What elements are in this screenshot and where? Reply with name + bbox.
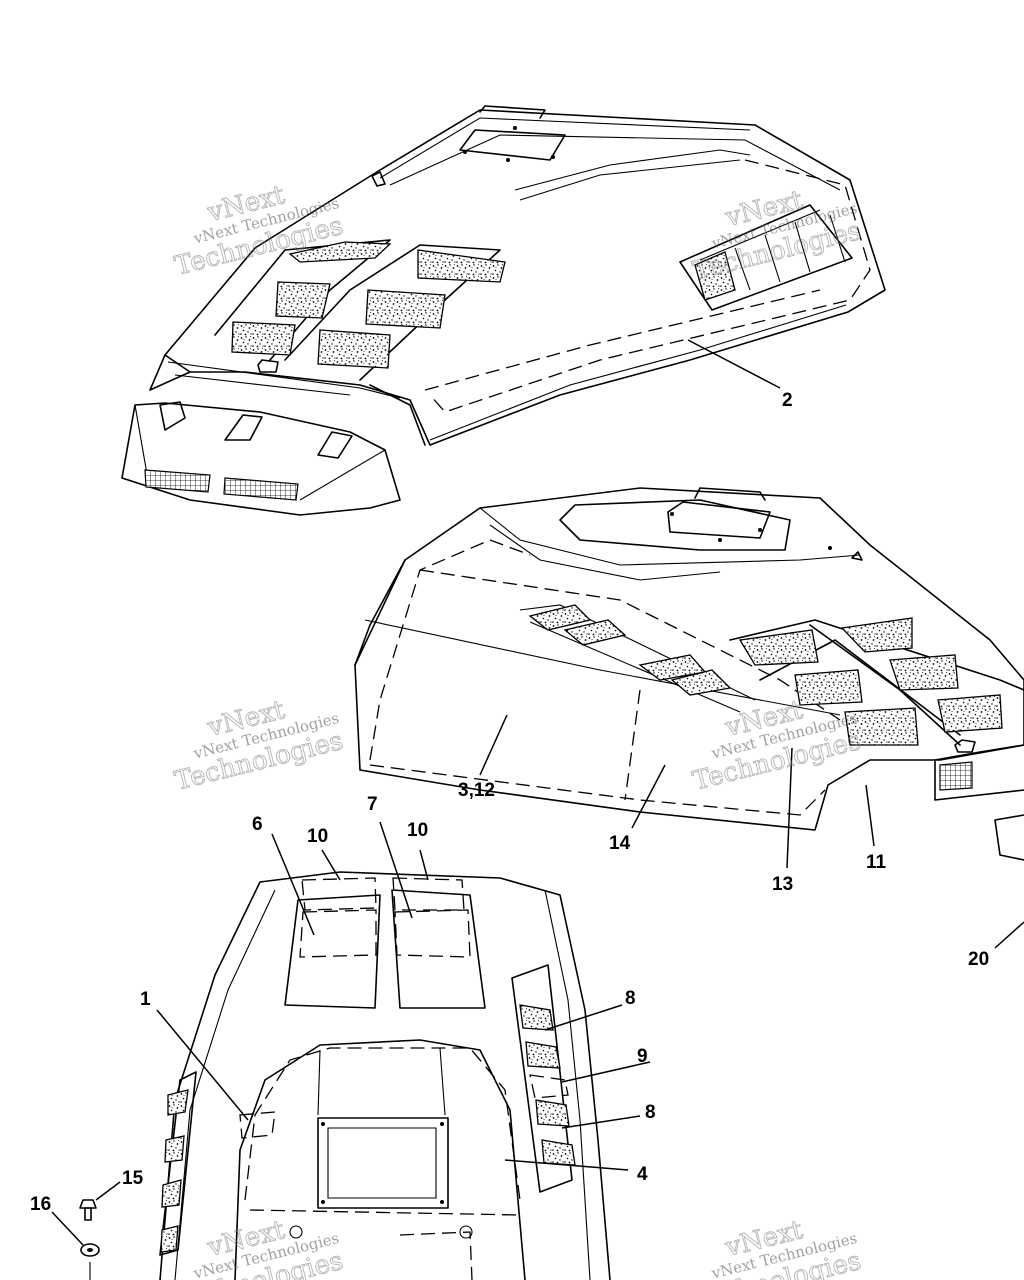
front-nose-piece [121, 401, 401, 516]
watermark: vNext vNext Technologies Technologies [689, 185, 864, 288]
callout-9: 9 [637, 1046, 648, 1067]
hood-top-view [149, 105, 886, 446]
callout-1: 1 [140, 989, 151, 1010]
callout-16: 16 [30, 1194, 51, 1215]
callout-3-12: 3,12 [458, 780, 495, 801]
callout-labels: 2 3,12 14 13 11 20 6 7 10 10 1 8 9 8 4 1… [30, 390, 989, 1215]
watermark: vNext vNext Technologies Technologies [171, 180, 346, 283]
watermark: vNext vNext Technologies Technologies [689, 1215, 864, 1280]
callout-10-right: 10 [407, 820, 428, 841]
callout-6: 6 [252, 814, 263, 835]
callout-7: 7 [367, 794, 378, 815]
callout-15: 15 [122, 1168, 144, 1189]
callout-8-upper: 8 [625, 988, 636, 1009]
bolt-and-washer [79, 1199, 100, 1280]
watermark: vNext vNext Technologies Technologies [171, 695, 346, 798]
watermark: vNext vNext Technologies Technologies [171, 1215, 346, 1280]
callout-14: 14 [609, 833, 631, 854]
callout-4: 4 [637, 1164, 648, 1185]
callout-13: 13 [772, 874, 793, 895]
callout-10-left: 10 [307, 826, 328, 847]
callout-20: 20 [968, 949, 989, 970]
hood-plan-view [159, 871, 611, 1280]
hood-side-view [354, 487, 1024, 861]
callout-8-lower: 8 [645, 1102, 656, 1123]
callout-2: 2 [782, 390, 793, 411]
leader-lines [51, 339, 1024, 1246]
callout-11: 11 [866, 852, 887, 873]
